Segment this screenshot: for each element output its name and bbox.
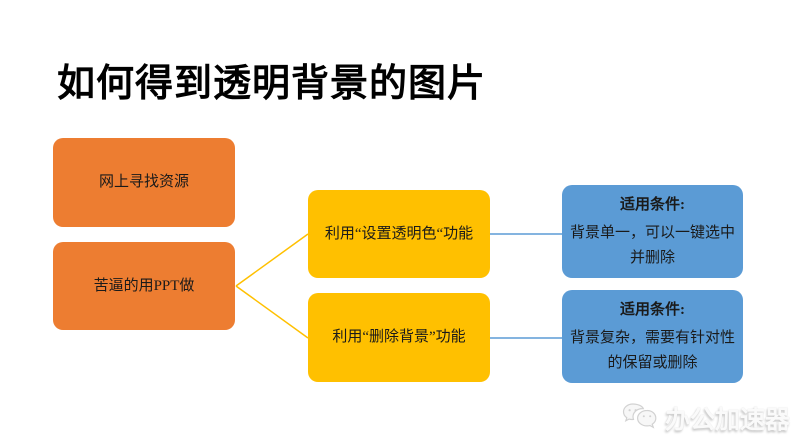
flow-node-set-transparent-color: 利用“设置透明色“功能: [308, 190, 490, 278]
flow-node-condition-simple-background: 适用条件: 背景单一，可以一键选中并删除: [562, 185, 743, 278]
flow-node-condition-complex-background: 适用条件: 背景复杂，需要有针对性的保留或删除: [562, 290, 743, 383]
condition-body: 背景单一，可以一键选中并删除: [569, 225, 735, 266]
flow-node-label: 利用“设置透明色“功能: [324, 225, 474, 242]
flow-node-label: 网上寻找资源: [98, 174, 189, 190]
condition-heading: 适用条件:: [620, 302, 685, 318]
flow-node-remove-background: 利用“删除背景”功能: [308, 293, 490, 382]
watermark-label: 办公加速器: [664, 406, 790, 434]
connector-source-to-method-2: [235, 285, 309, 339]
flow-node-label: 苦逼的用PPT做: [93, 277, 195, 294]
wechat-icon: [621, 401, 659, 435]
condition-heading: 适用条件:: [620, 197, 685, 213]
flow-node-find-resources-online: 网上寻找资源: [53, 138, 235, 227]
page-title: 如何得到透明背景的图片: [57, 63, 487, 106]
watermark: 办公加速器: [621, 400, 790, 436]
condition-body: 背景复杂，需要有针对性的保留或删除: [569, 330, 735, 371]
flow-node-make-with-ppt: 苦逼的用PPT做: [53, 242, 235, 330]
connector-source-to-method-1: [235, 233, 309, 287]
flow-node-label: 利用“删除背景”功能: [332, 329, 466, 345]
